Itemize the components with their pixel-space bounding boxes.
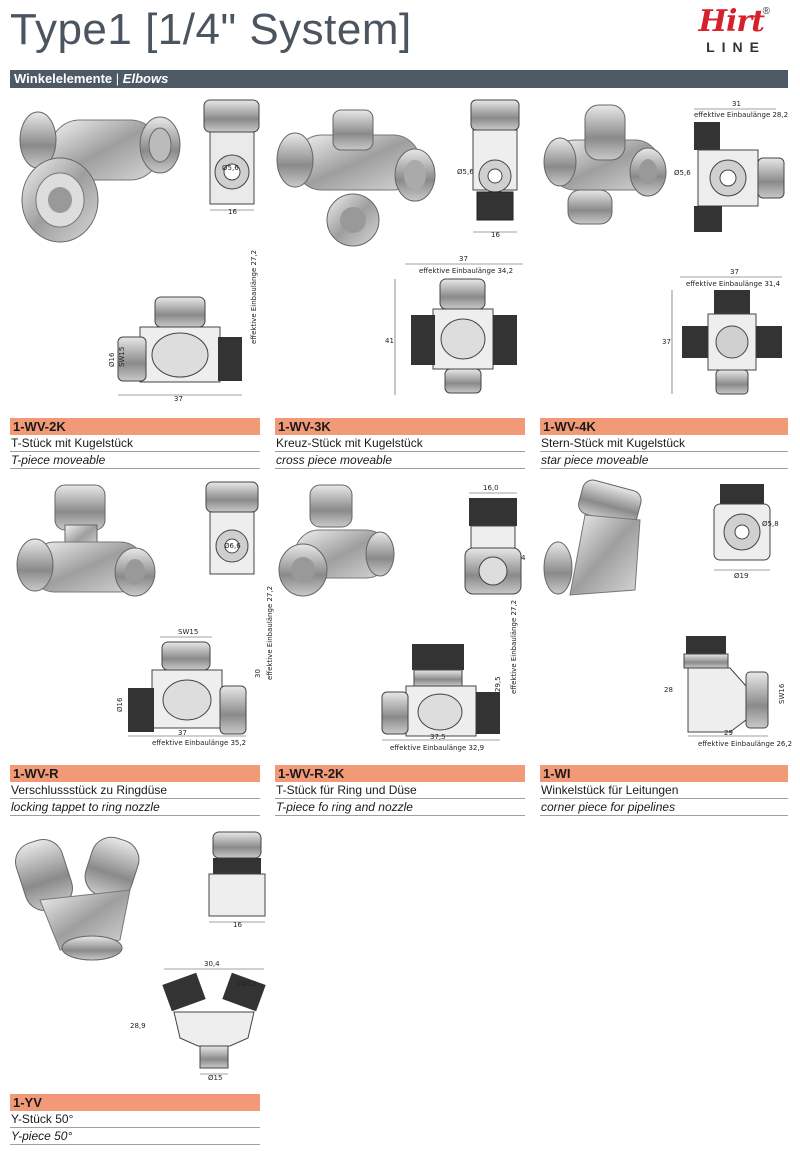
product-drawing-wv3k-side: Ø5,6 16 [457, 99, 520, 239]
caption-wv2k: 1-WV-2K T-Stück mit Kugelstück T-piece m… [10, 418, 260, 469]
product-name-en: T-piece moveable [10, 452, 260, 469]
dim-wv4k-eff2: effektive Einbaulänge 31,4 [686, 280, 781, 288]
product-name-en: Y-piece 50° [10, 1128, 260, 1145]
product-photo-yv [15, 836, 140, 961]
dim-wv3k-eff: effektive Einbaulänge 34,2 [419, 267, 513, 275]
caption-wvr: 1-WV-R Verschlussstück zu Ringdüse locki… [10, 765, 260, 816]
dim-wvr2k-l: 37,5 [430, 733, 446, 741]
caption-wv3k: 1-WV-3K Kreuz-Stück mit Kugelstück cross… [275, 418, 525, 469]
dim-wvr2k-d: 4 [521, 554, 526, 562]
section-separator: | [115, 71, 120, 86]
dim-wi-sw: SW16 [778, 683, 786, 704]
dim-yv-h: 28,9 [130, 1022, 146, 1030]
dim-wv2k-sw: SW15 [118, 347, 126, 367]
dim-wv4k-eff: effektive Einbaulänge 28,2 [694, 111, 788, 119]
dim-wvr2k-eff-v: effektive Einbaulänge 27,2 [510, 600, 518, 694]
dim-wvr-sw: SW15 [178, 628, 198, 636]
product-drawing-wv2k-side: Ø5,6 16 [203, 99, 260, 216]
product-drawing-wv2k-front: Ø16 SW15 37 effektive Einbaulänge 27,2 [108, 250, 258, 403]
caption-wv4k: 1-WV-4K Stern-Stück mit Kugelstück star … [540, 418, 788, 469]
dim-wvr2k-eff: effektive Einbaulänge 32,9 [390, 744, 484, 752]
product-name-en: cross piece moveable [275, 452, 525, 469]
dim-wv3k-w: 16 [491, 231, 500, 239]
dim-wv2k-l: 37 [174, 395, 183, 403]
dim-wi-l: 29 [724, 729, 733, 737]
product-name-de: T-Stück für Ring und Düse [275, 782, 525, 799]
product-drawing-wv4k-front: 37 effektive Einbaulänge 31,4 37 [662, 268, 782, 395]
dim-yv-sw: SW12 [236, 980, 256, 988]
product-drawing-wv3k-front: 37 effektive Einbaulänge 34,2 41 [385, 255, 523, 395]
dim-yv-w16: 16 [233, 921, 242, 929]
product-code: 1-WI [540, 765, 788, 782]
dim-wv4k-d: Ø5,6 [674, 169, 691, 177]
product-drawing-yv-side: 16 [208, 831, 266, 929]
product-drawing-wv4k-side: 31 effektive Einbaulänge 28,2 Ø5,6 [674, 100, 788, 232]
dim-wi-d19: Ø19 [734, 572, 748, 580]
product-name-de: Stern-Stück mit Kugelstück [540, 435, 788, 452]
product-drawing-wvr2k-front: 29,5 effektive Einbaulänge 27,2 37,5 eff… [381, 600, 518, 752]
product-drawing-wi-front: 28 SW16 29 effektive Einbaulänge 26,2 [664, 636, 792, 748]
dim-wv2k-d2: Ø16 [108, 352, 116, 367]
product-code: 1-WV-3K [275, 418, 525, 435]
dim-wvr-h: 30 [254, 669, 262, 678]
brand-logo: Hirt ® LINE [654, 6, 790, 58]
product-photo-wv3k [276, 109, 436, 247]
logo-subline: LINE [706, 39, 766, 55]
product-name-de: Verschlussstück zu Ringdüse [10, 782, 260, 799]
dim-wv4k-l: 37 [730, 268, 739, 276]
product-photo-wi [543, 479, 642, 596]
product-name-de: Kreuz-Stück mit Kugelstück [275, 435, 525, 452]
caption-wi: 1-WI Winkelstück für Leitungen corner pi… [540, 765, 788, 816]
dim-wvr-l: 37 [178, 729, 187, 737]
product-photo-wv4k [543, 104, 667, 225]
product-name-de: Y-Stück 50° [10, 1111, 260, 1128]
product-name-de: Winkelstück für Leitungen [540, 782, 788, 799]
page-title: Type1 [1/4" System] [10, 5, 412, 54]
product-drawing-wvr-front: SW15 Ø16 30 effektive Einbaulänge 27,2 3… [116, 586, 274, 747]
dim-wvr2k-h: 29,5 [494, 676, 502, 692]
product-drawing-yv-front: 30,4 SW12 28,9 Ø15 [130, 960, 266, 1082]
dim-yv-d: Ø15 [208, 1074, 222, 1082]
dim-wi-h: 28 [664, 686, 673, 694]
product-name-en: star piece moveable [540, 452, 788, 469]
dim-wv3k-h: 41 [385, 337, 394, 345]
product-drawing-wvr2k-side: 16,0 4 [464, 484, 526, 595]
product-photo-wv2k [19, 111, 181, 243]
product-name-en: corner piece for pipelines [540, 799, 788, 816]
dim-wvr-d: Ø6,6 [224, 542, 241, 550]
product-drawing-wvr-side: Ø6,6 [205, 481, 259, 575]
dim-wv3k-d: Ø5,6 [457, 168, 474, 176]
dim-wvr-d2: Ø16 [116, 697, 124, 712]
logo-registered-mark: ® [762, 6, 770, 17]
product-photo-wvr [16, 484, 156, 597]
section-title-en: Elbows [122, 71, 169, 86]
product-photo-wvr2k [278, 484, 395, 597]
product-code: 1-WV-R [10, 765, 260, 782]
product-name-en: T-piece fo ring and nozzle [275, 799, 525, 816]
dim-wv2k-w: 16 [228, 208, 237, 216]
caption-yv: 1-YV Y-Stück 50° Y-piece 50° [10, 1094, 260, 1145]
dim-wvr-eff-v: effektive Einbaulänge 27,2 [266, 586, 274, 680]
product-drawing-wi-side: Ø5,8 Ø19 [713, 484, 779, 580]
product-code: 1-WV-4K [540, 418, 788, 435]
dim-wv3k-l: 37 [459, 255, 468, 263]
product-code: 1-WV-2K [10, 418, 260, 435]
logo-wordmark: Hirt [698, 4, 765, 39]
dim-wvr2k-w: 16,0 [483, 484, 499, 492]
dim-yv-w: 30,4 [204, 960, 220, 968]
dim-wv4k-w: 31 [732, 100, 741, 108]
dim-wi-eff: effektive Einbaulänge 26,2 [698, 740, 792, 748]
dim-wv2k-d: Ø5,6 [222, 164, 239, 172]
section-title-de: Winkelelemente [14, 71, 113, 86]
caption-wvr2k: 1-WV-R-2K T-Stück für Ring und Düse T-pi… [275, 765, 525, 816]
product-code: 1-WV-R-2K [275, 765, 525, 782]
section-header: Winkelelemente | Elbows [10, 70, 788, 88]
dim-wi-d: Ø5,8 [762, 520, 779, 528]
product-name-de: T-Stück mit Kugelstück [10, 435, 260, 452]
dim-wv2k-eff: effektive Einbaulänge 27,2 [250, 250, 258, 344]
dim-wvr-eff: effektive Einbaulänge 35,2 [152, 739, 246, 747]
dim-wv4k-h: 37 [662, 338, 671, 346]
product-name-en: locking tappet to ring nozzle [10, 799, 260, 816]
product-code: 1-YV [10, 1094, 260, 1111]
